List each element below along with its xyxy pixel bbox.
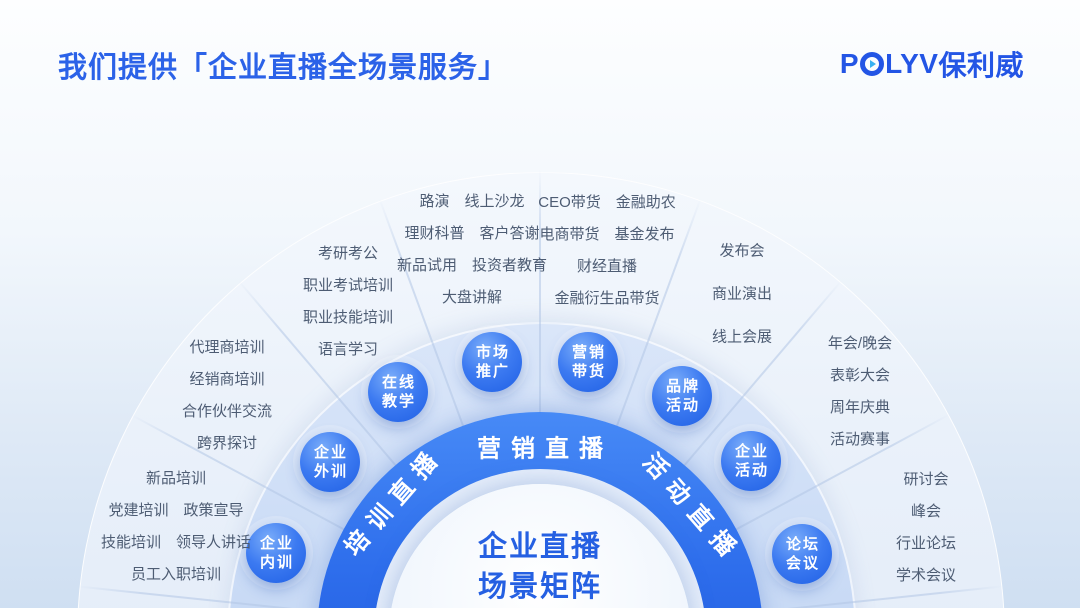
sector-internal-training: 新品培训 党建培训 政策宣导 技能培训 领导人讲话 员工入职培训 [101,463,251,591]
sector-row: 理财科普 客户答谢 [404,225,540,242]
sector-row: 金融衍生品带货 [554,290,660,307]
sector-row: 研讨会 [903,471,949,488]
sector-row: 线上会展 [711,328,773,346]
node-external-training: 企业外训 [300,432,360,492]
play-icon [860,52,885,76]
node-marketing-sales: 营销带货 [558,332,618,392]
sector-row: 峰会 [910,503,942,520]
node-brand-events: 品牌活动 [652,366,712,426]
page-title: 我们提供「企业直播全场景服务」 [58,52,509,84]
sector-row: 表彰大会 [829,367,891,384]
sector-row: 党建培训 政策宣导 [108,502,244,519]
sector-row: 技能培训 领导人讲话 [100,534,252,551]
sector-online-teaching: 考研考公 职业考试培训 职业技能培训 语言学习 [303,238,393,366]
logo-text-lyv: LYV [885,48,939,79]
sector-row: 活动赛事 [829,431,891,448]
node-online-teaching: 在线教学 [368,362,428,422]
node-forum-meetings: 论坛会议 [772,524,832,584]
sector-row: 发布会 [719,242,765,260]
ring-label-marketing-live: 营销直播 [477,435,613,463]
logo-text-cn: 保利威 [938,50,1024,81]
sector-row: 周年庆典 [829,399,891,416]
sector-row: CEO带货 金融助农 [538,194,676,211]
node-internal-training: 企业内训 [246,523,306,583]
sector-row: 学术会议 [895,567,957,584]
sector-row: 考研考公 [317,245,379,262]
sector-row: 经销商培训 [189,371,265,388]
sector-row: 大盘讲解 [441,289,503,306]
center-title-line1: 企业直播 [477,531,603,563]
sector-row: 新品试用 投资者教育 [396,257,548,274]
sector-row: 行业论坛 [895,535,957,552]
sector-external-training: 代理商培训 经销商培训 合作伙伴交流 跨界探讨 [182,332,272,460]
logo-text-p: P [839,48,860,79]
sector-row: 代理商培训 [189,339,265,356]
node-market-promotion: 市场推广 [462,332,522,392]
sector-row: 电商带货 基金发布 [539,226,675,243]
sector-row: 职业技能培训 [302,309,394,326]
sector-marketing-sales: CEO带货 金融助农 电商带货 基金发布 财经直播 金融衍生品带货 [538,187,676,315]
node-corporate-events: 企业活动 [721,431,781,491]
sector-market-promotion: 路演 线上沙龙 理财科普 客户答谢 新品试用 投资者教育 大盘讲解 [397,186,547,314]
sector-row: 年会/晚会 [827,335,893,352]
sector-row: 新品培训 [145,470,207,487]
sector-row: 合作伙伴交流 [181,403,273,420]
sector-row: 跨界探讨 [196,435,258,452]
sector-row: 职业考试培训 [302,277,394,294]
sector-forum-meetings: 研讨会 峰会 行业论坛 学术会议 [896,464,956,592]
sector-row: 财经直播 [576,258,638,275]
center-title-line2: 场景矩阵 [477,571,603,603]
sector-row: 语言学习 [317,341,379,358]
sector-row: 员工入职培训 [130,566,222,583]
sector-row: 商业演出 [711,285,773,303]
sector-divider [539,170,541,608]
polyv-logo: P LYV 保利威 [840,44,1024,84]
sector-corporate-events: 年会/晚会 表彰大会 周年庆典 活动赛事 [828,328,892,456]
sector-row: 路演 线上沙龙 [419,193,525,210]
sector-brand-events: 发布会 商业演出 线上会展 [712,230,772,359]
center-title: 企业直播 场景矩阵 [478,527,602,607]
